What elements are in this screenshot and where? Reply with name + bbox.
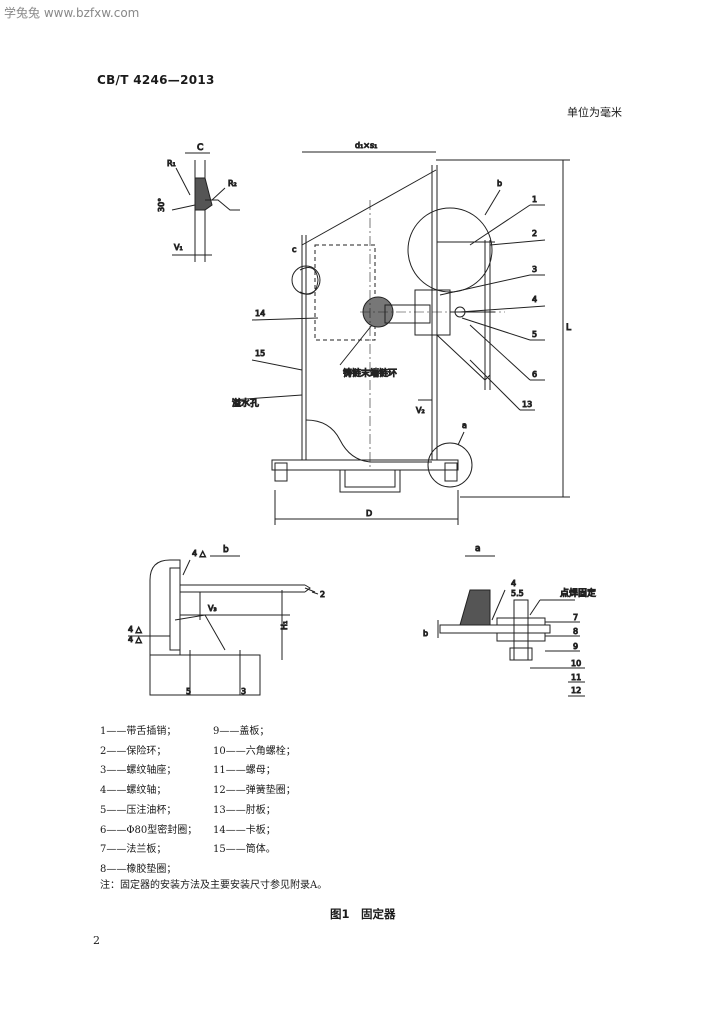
legend-item: 7——法兰板； xyxy=(100,844,167,856)
dim-v1-label: V₁ xyxy=(174,243,183,252)
weld-a-label: 4 xyxy=(511,579,516,588)
weld-b3-label: 4 △ xyxy=(128,635,143,644)
c-label: c xyxy=(292,245,296,254)
callout-b3: 3 xyxy=(241,687,246,696)
dim-l-label: L xyxy=(566,323,571,333)
callout-a9: 9 xyxy=(573,642,578,651)
detail-b-view: b H₁ V₃ 4 △ 4 △ 4 △ 2 5 3 xyxy=(128,545,326,697)
view-a-callout: a xyxy=(462,421,467,430)
figure-caption: 图1 固定器 xyxy=(330,907,396,921)
view-b-callout: b xyxy=(497,179,502,188)
callout-13: 13 xyxy=(522,400,532,409)
dim-v2-label: V₂ xyxy=(416,406,425,415)
legend-item: 3——螺纹轴座； xyxy=(100,765,177,777)
legend-item: 15——筒体。 xyxy=(213,844,276,856)
parts-legend: 1——带舌插销； 9——盖板； 2——保险环； 10——六角螺栓； 3——螺纹轴座；… xyxy=(100,722,460,880)
legend-item: 14——卡板； xyxy=(213,824,276,836)
watermark: 学兔兔 www.bzfxw.com xyxy=(4,6,140,20)
callout-b2: 2 xyxy=(320,590,325,599)
angle-label: 30° xyxy=(157,198,166,212)
callout-a12: 12 xyxy=(571,686,581,695)
detail-b-title: b xyxy=(223,545,229,555)
legend-item: 10——六角螺栓； xyxy=(213,745,296,757)
view-c-label: C xyxy=(197,143,203,153)
legend-item: 5——压注油杯； xyxy=(100,804,177,816)
callout-a10: 10 xyxy=(571,659,581,668)
dim-v3-label: V₃ xyxy=(208,604,217,613)
standard-number: CB/T 4246—2013 xyxy=(97,73,215,87)
callout-4: 4 xyxy=(532,295,537,304)
legend-item: 12——弹簧垫圈； xyxy=(213,785,296,797)
callout-1: 1 xyxy=(532,195,537,204)
chain-end-note: 铸链末端链环 xyxy=(343,367,397,379)
callout-a11: 11 xyxy=(571,673,581,682)
callout-b5: 5 xyxy=(186,687,191,696)
dim-d-label: D xyxy=(366,509,372,518)
callout-a7: 7 xyxy=(573,613,578,622)
weld-b-label: 4 △ xyxy=(192,549,207,558)
dim-b-label: b xyxy=(423,629,428,638)
spot-weld-note: 点焊固定 xyxy=(560,587,596,599)
dim-top-label: d₁×s₁ xyxy=(355,141,377,150)
legend-item: 2——保险环； xyxy=(100,745,167,757)
detail-a-title: a xyxy=(475,544,481,554)
callout-5: 5 xyxy=(532,330,537,339)
weld-b2-label: 4 △ xyxy=(128,625,143,634)
callout-6: 6 xyxy=(532,370,537,379)
legend-item: 8——橡胶垫圈； xyxy=(100,863,177,875)
callout-a8: 8 xyxy=(573,627,578,636)
main-assembly-view: d₁×s₁ L D c xyxy=(232,141,572,525)
legend-item: 4——螺纹轴； xyxy=(100,785,167,797)
page-number: 2 xyxy=(93,934,100,947)
view-c-detail: C R₁ R₂ 30° V₁ xyxy=(157,143,240,262)
callout-3: 3 xyxy=(532,265,537,274)
unit-note: 单位为毫米 xyxy=(567,106,622,119)
legend-item: 1——带舌插销； xyxy=(100,726,177,737)
legend-item: 9——盖板； xyxy=(213,726,270,737)
legend-item: 11——螺母； xyxy=(213,765,276,777)
weld-r1-label: R₁ xyxy=(167,159,176,168)
detail-a-view: a b 4 5.5 点焊固定 7 8 9 10 11 12 xyxy=(423,544,597,697)
legend-item: 13——肘板； xyxy=(213,804,276,816)
callout-15: 15 xyxy=(255,349,265,358)
callout-14: 14 xyxy=(255,309,265,318)
drain-hole-note: 溢水孔 xyxy=(232,397,259,409)
legend-item: 6——Φ80型密封圈； xyxy=(100,824,198,836)
figure-note: 注：固定器的安装方法及主要安装尺寸参见附录A。 xyxy=(100,880,328,891)
callout-2: 2 xyxy=(532,229,537,238)
weld-r2-label: R₂ xyxy=(228,179,237,188)
dim-h1-label: H₁ xyxy=(280,621,289,630)
weld-a2-label: 5.5 xyxy=(511,589,524,598)
